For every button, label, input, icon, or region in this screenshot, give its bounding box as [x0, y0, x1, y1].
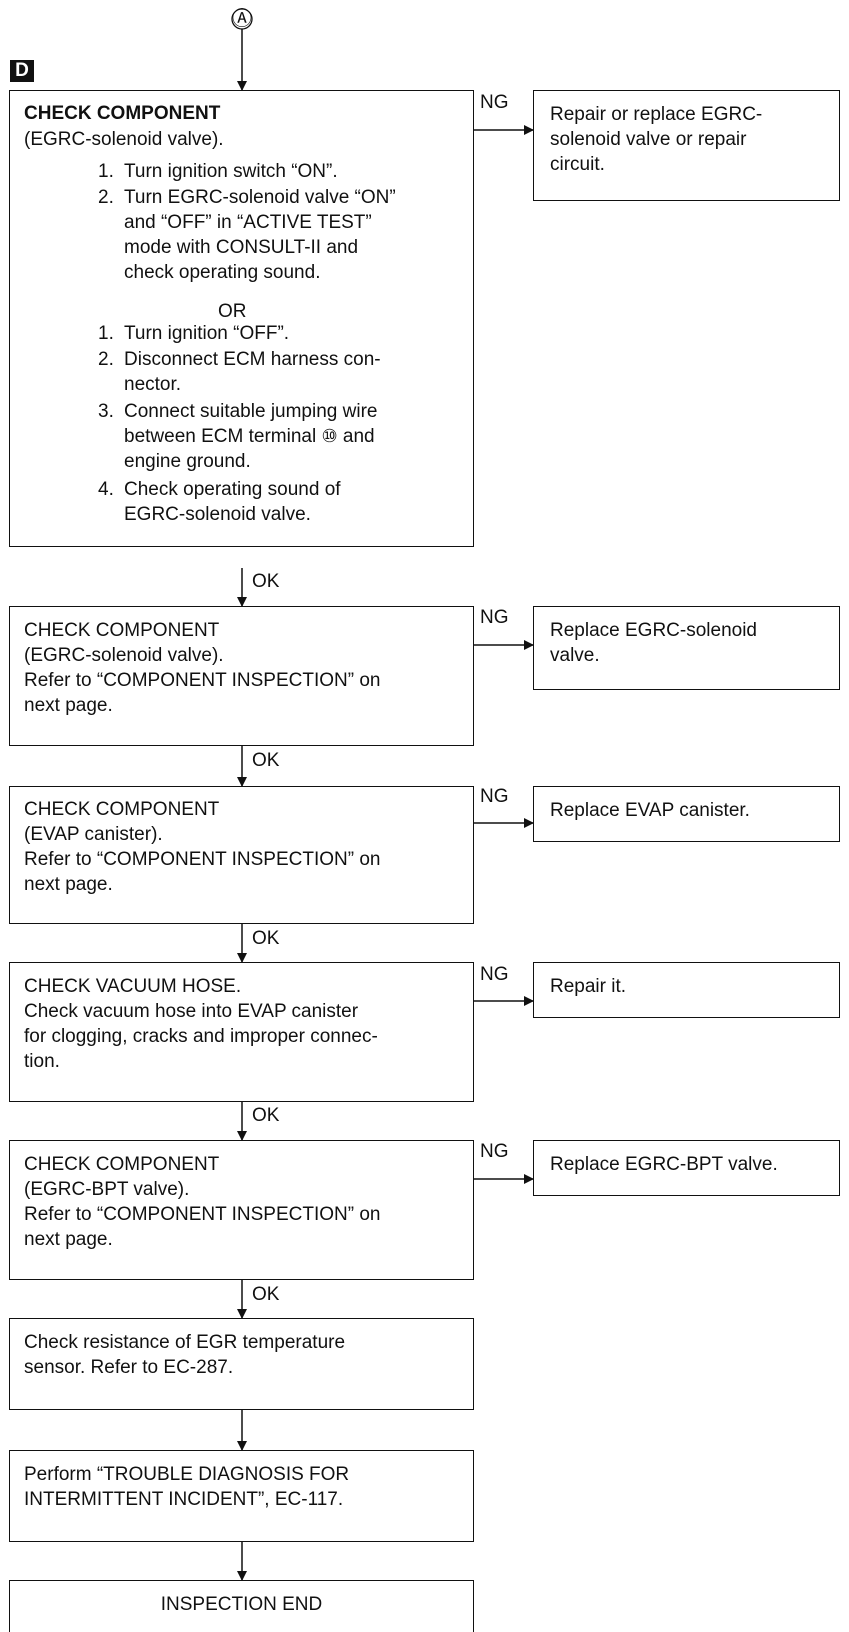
step1-subtitle: (EGRC-solenoid valve).: [24, 129, 224, 150]
ok-label-3: OK: [252, 928, 280, 949]
ok-label-2: OK: [252, 750, 280, 771]
step5-text: CHECK COMPONENT (EGRC-BPT valve). Refer …: [24, 1154, 381, 1250]
step3-text: CHECK COMPONENT (EVAP canister). Refer t…: [24, 799, 381, 895]
ecm-terminal-number: ⑩: [321, 426, 338, 446]
ng-label-3: NG: [480, 786, 509, 807]
entry-connector-label: Ⓐ: [232, 8, 252, 30]
step2-ng-action: Replace EGRC-solenoid valve.: [550, 620, 757, 666]
step4-ng-action-box: [533, 962, 840, 1018]
step7-box: [9, 1450, 474, 1542]
ng-label-1: NG: [480, 92, 509, 113]
step4-text: CHECK VACUUM HOSE. Check vacuum hose int…: [24, 976, 378, 1072]
ng-label-4: NG: [480, 964, 509, 985]
step2-box: [9, 606, 474, 746]
step3-ng-action: Replace EVAP canister.: [550, 800, 750, 821]
step5-ng-action: Replace EGRC-BPT valve.: [550, 1154, 778, 1175]
step5-box: [9, 1140, 474, 1280]
step1-ng-action: Repair or replace EGRC- solenoid valve o…: [550, 104, 763, 175]
step1-box: [9, 90, 474, 547]
or-label: OR: [218, 301, 247, 322]
ok-label-4: OK: [252, 1105, 280, 1126]
section-marker: D: [10, 60, 34, 82]
step7-text: Perform “TROUBLE DIAGNOSIS FOR INTERMITT…: [24, 1464, 350, 1510]
inspection-end-box: [9, 1580, 474, 1632]
step4-box: [9, 962, 474, 1102]
ng-label-2: NG: [480, 607, 509, 628]
step6-text: Check resistance of EGR temperature sens…: [24, 1332, 346, 1378]
step2-text: CHECK COMPONENT (EGRC-solenoid valve). R…: [24, 620, 381, 716]
step6-box: [9, 1318, 474, 1410]
step4-ng-action: Repair it.: [550, 976, 627, 997]
step1-ng-action-box: [533, 90, 840, 201]
step5-ng-action-box: [533, 1140, 840, 1196]
ok-label-1: OK: [252, 571, 280, 592]
step1-title: CHECK COMPONENT: [24, 103, 221, 124]
step2-ng-action-box: [533, 606, 840, 690]
step3-ng-action-box: [533, 786, 840, 842]
inspection-end-label: INSPECTION END: [160, 1594, 323, 1615]
ng-label-5: NG: [480, 1141, 509, 1162]
ok-label-5: OK: [252, 1284, 280, 1305]
step3-box: [9, 786, 474, 924]
